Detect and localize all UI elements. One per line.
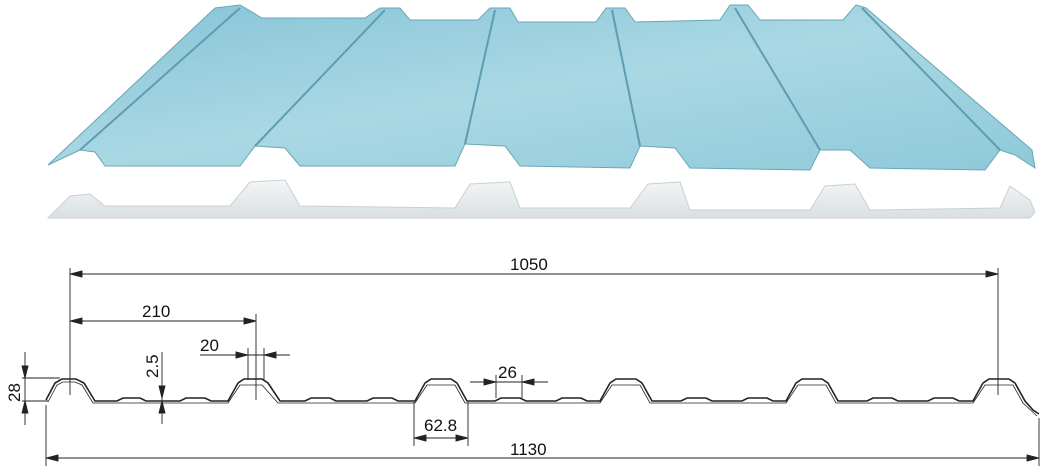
- rib-line: [611, 9, 641, 147]
- rib-line: [861, 7, 1001, 151]
- rib-line: [734, 7, 821, 151]
- dim-2-5-label: 2.5: [143, 354, 162, 378]
- dim-26-label: 26: [498, 363, 517, 382]
- dim-20-label: 20: [200, 336, 219, 355]
- dim-62-8-label: 62.8: [424, 416, 457, 435]
- profile-line-inner: [47, 381, 1038, 417]
- profile-line: [45, 378, 1040, 415]
- sheet-illustration: [46, 4, 1036, 219]
- dim-28-label: 28: [5, 383, 24, 402]
- dim-210-label: 210: [142, 302, 170, 321]
- profile-section: [45, 378, 1040, 417]
- sheet-toplayer: [47, 4, 1036, 171]
- rib-line: [79, 7, 241, 151]
- sheet-underlayer: [46, 179, 1036, 219]
- dim-1130-label: 1130: [510, 440, 547, 459]
- rib-line: [464, 9, 496, 145]
- dim-1050-label: 1050: [510, 255, 548, 274]
- dimension-lines: [21, 268, 1040, 466]
- rib-line: [254, 9, 386, 147]
